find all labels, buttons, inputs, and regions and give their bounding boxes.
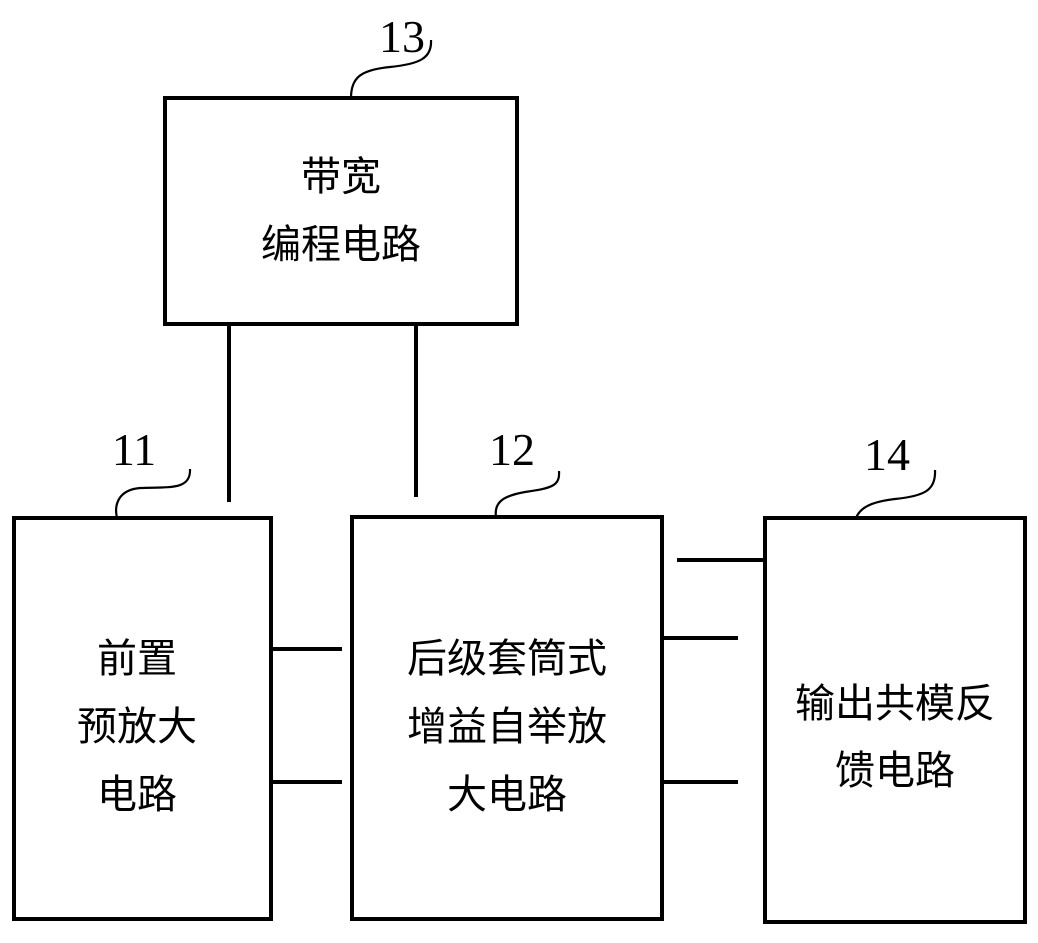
block-11-line-2: 预放大 [77,704,197,750]
block-14-line-1: 输出共模反 [795,681,995,727]
block-11-frame [12,516,273,921]
block-11-line-1: 前置 [97,636,177,682]
block-12-line-3: 大电路 [447,772,567,818]
leader-line-13 [349,39,433,99]
block-12-line-1: 后级套筒式 [407,636,607,682]
block-12-line-2: 增益自举放 [407,704,607,750]
block-11-preamplifier: 前置 预放大 电路 [12,516,273,921]
block-12-frame [350,515,664,921]
block-14-frame [763,516,1027,924]
leader-line-11 [115,468,192,519]
block-13-line-2: 编程电路 [261,222,421,268]
block-13-bandwidth-programming: 带宽 编程电路 [163,96,519,326]
block-14-line-2: 馈电路 [835,748,955,794]
ref-label-12: 12 [489,424,535,475]
ref-label-14: 14 [864,429,910,480]
ref-label-13: 13 [379,11,425,62]
block-12-telescopic-gain-boost-amplifier: 后级套筒式 增益自举放 大电路 [350,515,664,921]
block-11-line-3: 电路 [97,772,177,818]
block-14-output-cmfb: 输出共模反 馈电路 [763,516,1027,924]
leader-line-14 [854,469,937,519]
block-13-line-1: 带宽 [301,154,381,200]
leader-line-12 [494,470,561,518]
block-13-frame [163,96,519,326]
ref-label-11: 11 [112,424,156,475]
